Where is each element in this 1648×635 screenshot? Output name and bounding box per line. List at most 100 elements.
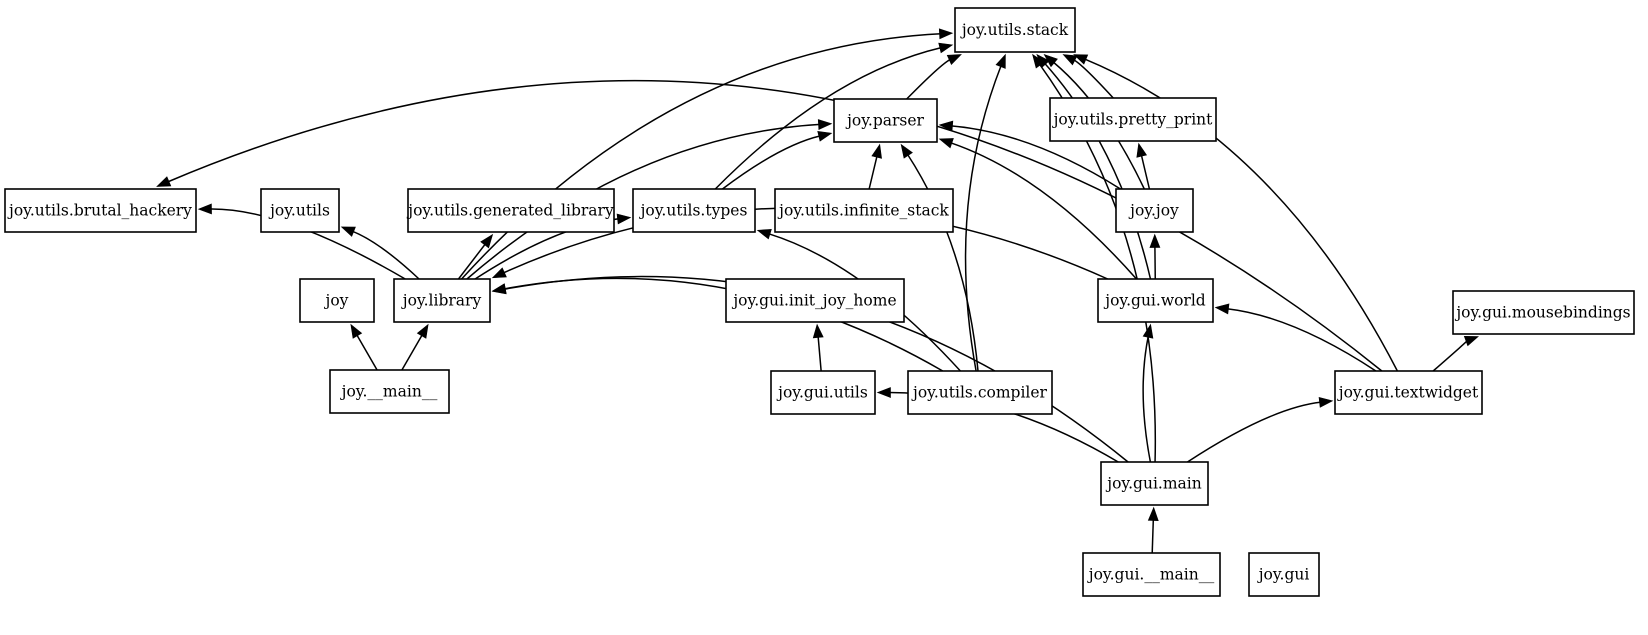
- node-joy-gui-main[interactable]: joy.gui.main: [1100, 461, 1209, 506]
- arrowhead-icon: [197, 203, 212, 215]
- node-box: [393, 278, 491, 323]
- edge-joy---main---to-joy-library: [401, 334, 424, 371]
- node-label: joy.gui: [1257, 566, 1310, 584]
- node-box: [1248, 552, 1320, 597]
- node-label: joy.gui.utils: [776, 384, 868, 402]
- node-joy-utils-types[interactable]: joy.utils.types: [632, 188, 756, 233]
- node-box: [632, 188, 756, 233]
- node-joy-utils[interactable]: joy.utils: [260, 188, 340, 233]
- node-label: joy.gui.__main__: [1087, 566, 1215, 584]
- edge-joy-utils-infinite-stack-to-joy-parser: [868, 155, 878, 190]
- edge-joy-gui-world-to-joy-utils-stack: [1043, 62, 1152, 280]
- edge-joy-gui-textwidget-to-joy-utils-brutal-hackery: [167, 79, 1383, 372]
- edge-joy-gui---main---to-joy-gui-main: [1151, 518, 1155, 554]
- node-joy-library[interactable]: joy.library: [393, 278, 491, 323]
- node-joy-parser[interactable]: joy.parser: [833, 98, 938, 143]
- edge-joy-library-to-joy-utils-generated-library: [457, 243, 487, 280]
- node-joy-gui-init-joy-home[interactable]: joy.gui.init_joy_home: [725, 278, 905, 323]
- node-joy[interactable]: joy: [299, 278, 375, 323]
- edge-joy-library-to-joy-parser: [466, 123, 821, 280]
- node-label: joy: [324, 292, 349, 310]
- node-box: [954, 7, 1076, 53]
- arrowhead-icon: [1142, 323, 1154, 339]
- edge-joy-gui-main-to-joy-gui-world: [1142, 335, 1152, 463]
- arrowhead-icon: [817, 130, 833, 142]
- arrowhead-icon: [1136, 142, 1148, 158]
- node-label: joy.utils.generated_library: [406, 202, 614, 220]
- node-label: joy.utils.pretty_print: [1052, 111, 1214, 129]
- edge-joy-gui-utils-to-joy-gui-init-joy-home: [817, 335, 822, 372]
- arrowhead-icon: [900, 143, 913, 159]
- arrowhead-icon: [491, 267, 507, 279]
- node-joy-utils-compiler[interactable]: joy.utils.compiler: [907, 370, 1053, 415]
- node-box: [407, 188, 615, 233]
- node-box: [299, 278, 375, 323]
- arrowhead-icon: [938, 42, 954, 54]
- node-label: joy.gui.main: [1105, 475, 1201, 493]
- node-joy-gui-textwidget[interactable]: joy.gui.textwidget: [1334, 370, 1483, 415]
- arrowhead-icon: [938, 120, 954, 132]
- node-joy-utils-brutal-hackery[interactable]: joy.utils.brutal_hackery: [4, 188, 197, 233]
- node-label: joy.utils.brutal_hackery: [7, 202, 192, 220]
- node-joy-gui-world[interactable]: joy.gui.world: [1097, 278, 1214, 323]
- node-joy---main--[interactable]: joy.__main__: [329, 369, 450, 414]
- arrowhead-icon: [156, 176, 172, 187]
- edge-joy-joy-to-joy-parser: [950, 125, 1121, 190]
- edge-joy-gui-main-to-joy-gui-textwidget: [1187, 401, 1322, 463]
- node-joy-utils-infinite-stack[interactable]: joy.utils.infinite_stack: [774, 188, 954, 233]
- arrowhead-icon: [871, 143, 882, 159]
- node-joy-joy[interactable]: joy.joy: [1115, 188, 1194, 233]
- arrowhead-icon: [938, 138, 954, 149]
- arrowhead-icon: [876, 387, 891, 398]
- node-joy-utils-stack[interactable]: joy.utils.stack: [954, 7, 1076, 53]
- node-box: [774, 188, 954, 233]
- node-joy-gui-utils[interactable]: joy.gui.utils: [770, 370, 876, 415]
- node-label: joy.joy: [1128, 202, 1179, 220]
- node-joy-gui---main--[interactable]: joy.gui.__main__: [1082, 552, 1221, 597]
- arrowhead-icon: [491, 283, 507, 295]
- node-box: [1082, 552, 1221, 597]
- node-box: [1049, 97, 1217, 142]
- nodes-layer: joy.utils.stack joy.parser joy.utils.prett…: [4, 7, 1635, 597]
- node-joy-gui-mousebindings[interactable]: joy.gui.mousebindings: [1452, 290, 1635, 335]
- node-box: [833, 98, 938, 143]
- arrowhead-icon: [756, 229, 772, 240]
- arrowhead-icon: [340, 226, 356, 237]
- node-box: [4, 188, 197, 233]
- arrowhead-icon: [1062, 54, 1078, 66]
- edge-joy-utils-compiler-to-joy-parser: [906, 153, 979, 372]
- edge-joy-gui-textwidget-to-joy-gui-mousebindings: [1432, 339, 1469, 372]
- arrowhead-icon: [938, 28, 954, 40]
- arrowhead-icon: [1032, 53, 1045, 69]
- node-joy-utils-generated-library[interactable]: joy.utils.generated_library: [406, 188, 615, 233]
- node-label: joy.parser: [845, 112, 924, 130]
- node-joy-utils-pretty-print[interactable]: joy.utils.pretty_print: [1049, 97, 1217, 142]
- edge-joy-utils-pretty-print-to-joy-utils-stack: [1073, 59, 1114, 99]
- node-joy-gui[interactable]: joy.gui: [1248, 552, 1320, 597]
- arrowhead-icon: [616, 213, 632, 225]
- node-label: joy.utils.types: [639, 202, 748, 220]
- node-label: joy.gui.textwidget: [1337, 384, 1479, 402]
- node-box: [1115, 188, 1194, 233]
- arrowhead-icon: [480, 233, 494, 249]
- arrowhead-icon: [1318, 396, 1334, 408]
- arrowhead-icon: [350, 323, 363, 339]
- edge-joy-parser-to-joy-utils-stack: [906, 58, 952, 100]
- node-label: joy.library: [401, 292, 482, 310]
- node-label: joy.gui.init_joy_home: [731, 292, 896, 310]
- arrowhead-icon: [1073, 54, 1089, 65]
- node-label: joy.utils.infinite_stack: [777, 202, 949, 220]
- node-label: joy.gui.world: [1103, 292, 1206, 310]
- node-box: [1097, 278, 1214, 323]
- node-box: [1452, 290, 1635, 335]
- arrowhead-icon: [995, 53, 1006, 69]
- node-label: joy.utils.stack: [960, 21, 1069, 39]
- edge-joy-gui-textwidget-to-joy-gui-world: [1226, 307, 1377, 372]
- edge-joy-library-to-joy-utils-stack: [461, 32, 942, 280]
- edge-joy-gui-textwidget-to-joy-utils-stack: [1084, 58, 1399, 372]
- node-box: [329, 369, 450, 414]
- node-label: joy.gui.mousebindings: [1454, 304, 1630, 322]
- arrowhead-icon: [1149, 233, 1161, 248]
